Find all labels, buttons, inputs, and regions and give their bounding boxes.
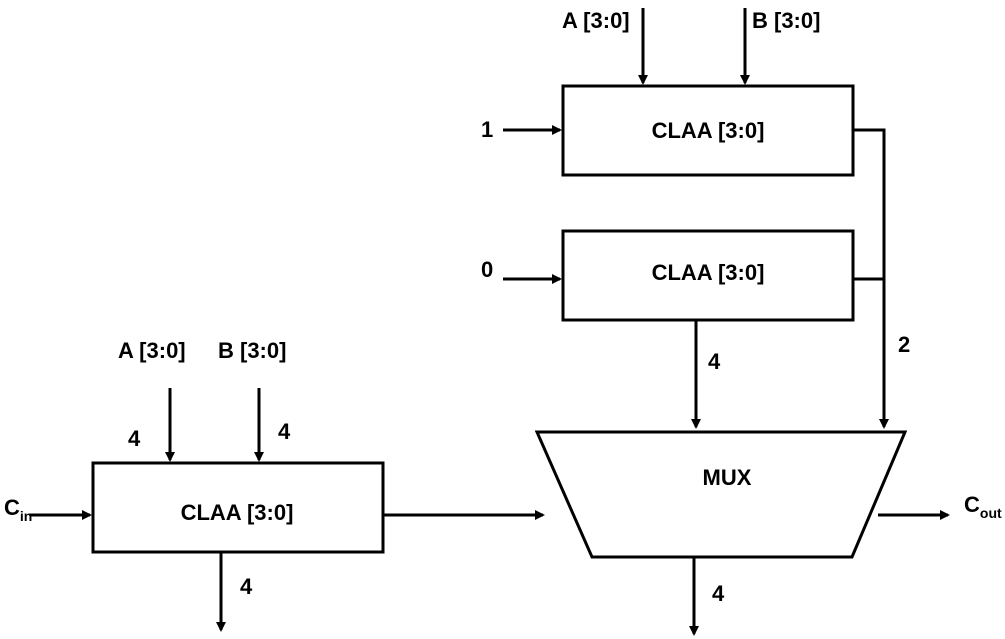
claa-mid-block	[561, 229, 855, 322]
claa-top-block	[561, 84, 855, 177]
carry-in-one-label: 1	[481, 117, 493, 142]
claa-top-label: CLAA [3:0]	[652, 118, 765, 143]
claa-left-block	[91, 461, 385, 554]
left-out-bus-width: 4	[240, 574, 253, 599]
carry-select-wire	[853, 128, 889, 429]
carry-in-zero-label: 0	[481, 257, 493, 282]
bottom-input-b-label: B [3:0]	[218, 338, 286, 363]
left-a-bus-width: 4	[128, 426, 141, 451]
top-input-a-label: A [3:0]	[562, 8, 630, 33]
cout-label: Cout	[964, 492, 1002, 521]
mid-sum-bus-width: 4	[708, 349, 721, 374]
claa-left-label: CLAA [3:0]	[181, 500, 294, 525]
mux-out-bus-width: 4	[712, 581, 725, 606]
mux-label: MUX	[703, 465, 752, 490]
carry-bus-width: 2	[898, 332, 910, 357]
cin-label: Cin	[4, 495, 32, 524]
bottom-input-a-label: A [3:0]	[118, 338, 186, 363]
mux-block	[534, 430, 908, 559]
claa-mid-label: CLAA [3:0]	[652, 260, 765, 285]
top-input-b-label: B [3:0]	[752, 8, 820, 33]
left-b-bus-width: 4	[278, 419, 291, 444]
